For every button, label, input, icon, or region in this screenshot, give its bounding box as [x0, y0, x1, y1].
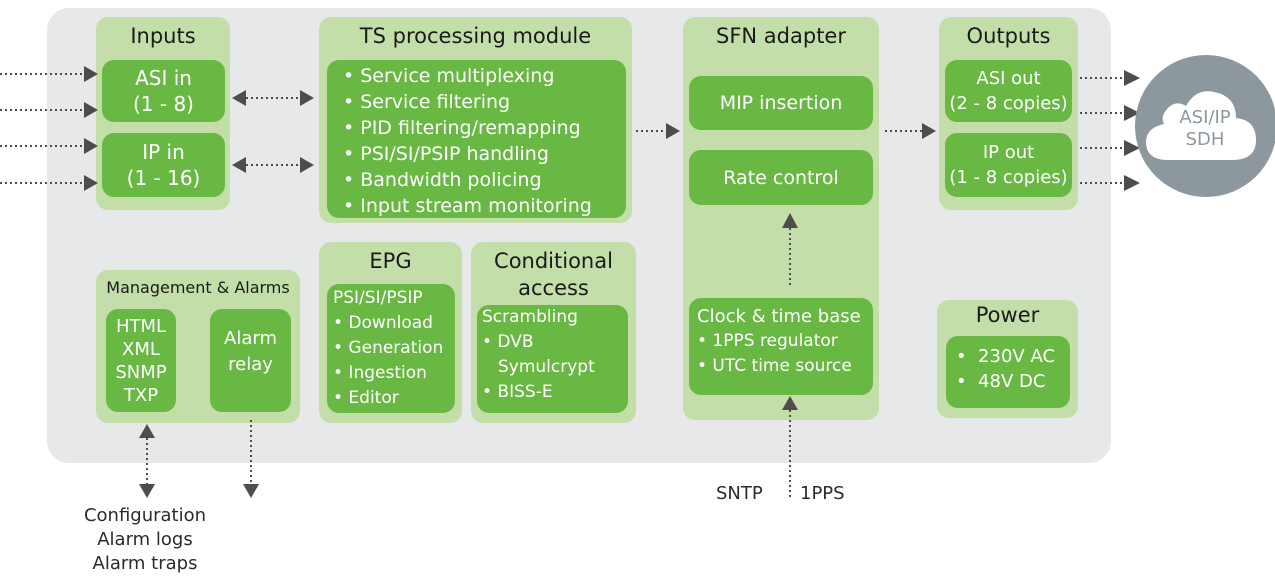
ts-item: • PID filtering/remapping [343, 117, 581, 139]
epg-item: • Download [333, 313, 433, 333]
alarm-relay-block: Alarm relay [210, 309, 291, 412]
asi-in-label: ASI in [135, 66, 192, 90]
epg-item: • Ingestion [333, 363, 427, 383]
epg-block: PSI/SI/PSIP • Download • Generation • In… [327, 284, 455, 413]
power-block: • 230V AC • 48V DC [946, 336, 1070, 408]
ip-out-copies: (1 - 8 copies) [949, 167, 1068, 188]
asi-in-range: (1 - 8) [133, 92, 194, 116]
protocol-xml: XML [122, 338, 160, 360]
protocol-html: HTML [115, 315, 167, 337]
ts-item: • Service multiplexing [343, 65, 555, 87]
management-alarms-title: Management & Alarms [106, 278, 290, 297]
ip-out-block: IP out (1 - 8 copies) [945, 133, 1072, 197]
conditional-access-title: access [518, 276, 589, 300]
rate-control-label: Rate control [723, 166, 839, 189]
epg-item: PSI/SI/PSIP [333, 288, 423, 308]
asi-out-block: ASI out (2 - 8 copies) [945, 60, 1072, 122]
ts-processing-block: • Service multiplexing • Service filteri… [327, 60, 626, 218]
cloud-label: ASI/IP [1179, 107, 1231, 128]
rate-control-block: Rate control [689, 150, 873, 205]
asi-out-copies: (2 - 8 copies) [949, 93, 1068, 114]
conditional-access-title: Conditional [494, 249, 613, 273]
ca-item: Symulcrypt [498, 357, 595, 377]
outputs-title: Outputs [966, 24, 1051, 48]
ts-processing-title: TS processing module [359, 24, 592, 48]
epg-item: • Editor [333, 388, 399, 408]
epg-item: • Generation [333, 338, 444, 358]
mip-insertion-block: MIP insertion [689, 76, 873, 130]
mip-insertion-label: MIP insertion [719, 92, 843, 114]
ip-in-label: IP in [142, 140, 185, 164]
protocol-snmp: SNMP [115, 361, 167, 383]
sntp-label: SNTP [716, 483, 763, 504]
asi-in-block: ASI in (1 - 8) [102, 60, 225, 122]
clock-item: • UTC time source [697, 356, 852, 376]
clock-item: • 1PPS regulator [697, 331, 838, 351]
power-item: • 48V DC [956, 371, 1046, 392]
ca-item: • BISS-E [482, 382, 553, 402]
ip-out-label: IP out [982, 142, 1035, 163]
conditional-access-block: Scrambling • DVB Symulcrypt • BISS-E [477, 305, 628, 413]
ts-item: • Bandwidth policing [343, 169, 542, 191]
ip-in-range: (1 - 16) [126, 166, 201, 190]
protocol-txp: TXP [123, 384, 159, 406]
config-label: Configuration [83, 505, 207, 526]
cloud-label: SDH [1185, 129, 1225, 150]
clock-title: Clock & time base [697, 306, 861, 327]
alarm-relay-label: relay [228, 354, 273, 375]
sfn-adapter-title: SFN adapter [716, 24, 846, 48]
protocols-block: HTML XML SNMP TXP [106, 309, 176, 412]
alarm-logs-label: Alarm logs [97, 529, 193, 550]
ca-item: • DVB [482, 332, 534, 352]
power-title: Power [975, 303, 1040, 327]
ip-in-block: IP in (1 - 16) [102, 133, 225, 197]
power-item: • 230V AC [956, 346, 1056, 367]
alarm-relay-label: Alarm [224, 328, 277, 349]
asi-out-label: ASI out [976, 68, 1041, 89]
clock-time-base-block: Clock & time base • 1PPS regulator • UTC… [689, 298, 873, 395]
cloud-icon [1146, 91, 1256, 160]
ts-item: • PSI/SI/PSIP handling [343, 143, 549, 165]
epg-title: EPG [369, 249, 412, 273]
alarm-traps-label: Alarm traps [92, 553, 198, 574]
pps-label: 1PPS [800, 483, 845, 504]
ts-item: • Input stream monitoring [343, 195, 592, 217]
ca-item: Scrambling [482, 307, 578, 327]
inputs-title: Inputs [130, 24, 196, 48]
ts-item: • Service filtering [343, 91, 511, 113]
